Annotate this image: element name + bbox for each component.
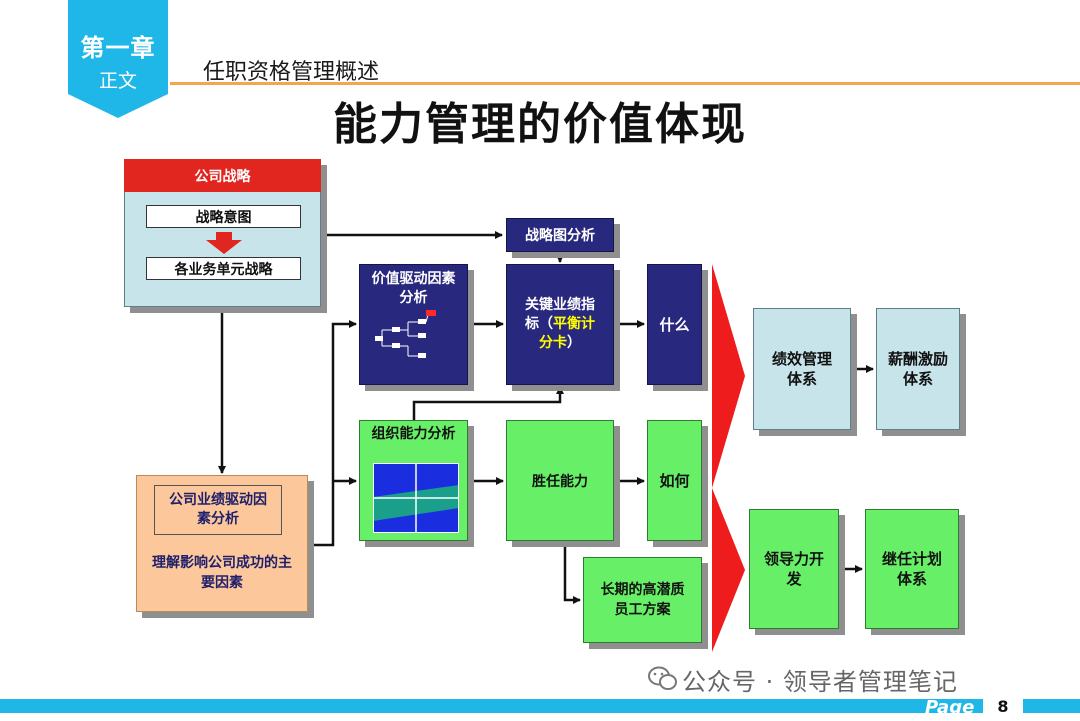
competency-box: 胜任能力: [506, 420, 614, 541]
kpi-text-close: ）: [567, 335, 581, 351]
page-number-background: [983, 697, 1023, 721]
kpi-label-line3: 分卡）: [539, 334, 581, 353]
kpi-box: 关键业绩指 标（平衡计 分卡）: [506, 264, 614, 385]
kpi-label-line1: 关键业绩指: [525, 297, 595, 313]
page-number: 8: [997, 697, 1009, 716]
chapter-badge: [68, 0, 168, 118]
down-arrow-icon: [206, 232, 242, 254]
tree-diagram-icon: [375, 310, 436, 358]
what-box: 什么: [647, 264, 702, 385]
succession-plan-box: 继任计划体系: [865, 509, 959, 629]
footer-bar: [0, 699, 1080, 713]
arrow-competency-to-talent: [563, 541, 581, 604]
balanced-scorecard-highlight: 平衡计: [553, 316, 595, 332]
value-driver-label: 价值驱动因素分析: [371, 271, 456, 306]
strategic-intent-box: 战略意图: [146, 205, 301, 228]
section-title: 任职资格管理概述: [203, 60, 380, 85]
performance-driver-title: 公司业绩驱动因素分析: [154, 485, 282, 535]
red-chevron-lower: [712, 488, 745, 652]
arrow-driver-to-value: [308, 320, 357, 547]
how-box: 如何: [647, 420, 702, 541]
arrow-org-to-kpi: [412, 386, 564, 420]
matrix-chart-icon: [373, 463, 459, 533]
performance-driver-subtitle: 理解影响公司成功的主要因素: [152, 555, 292, 591]
leadership-development-box: 领导力开发: [749, 509, 839, 629]
performance-management-box: 绩效管理体系: [753, 308, 851, 430]
balanced-scorecard-highlight-2: 分卡: [539, 335, 567, 351]
page-title: 能力管理的价值体现: [333, 99, 747, 150]
strategy-map-analysis-box: 战略图分析: [506, 218, 614, 252]
high-potential-program-box: 长期的高潜质员工方案: [583, 557, 702, 643]
kpi-text-open: 标（: [525, 316, 553, 332]
chapter-subtitle: 正文: [98, 70, 137, 92]
business-unit-strategy-box: 各业务单元战略: [146, 257, 301, 280]
company-strategy-header: 公司战略: [124, 159, 321, 192]
wechat-icon: [648, 666, 677, 690]
performance-driver-box: [136, 475, 308, 612]
value-driver-box: [359, 264, 468, 385]
watermark-text: 公众号 · 领导者管理笔记: [682, 668, 958, 696]
org-capability-label: 组织能力分析: [371, 426, 456, 442]
kpi-label-line2: 标（平衡计: [525, 315, 595, 334]
compensation-incentive-box: 薪酬激励体系: [876, 308, 960, 430]
page-label: Page: [925, 697, 975, 718]
red-chevron-upper: [712, 264, 745, 488]
header-divider: [170, 82, 1080, 85]
chapter-title: 第一章: [80, 34, 156, 62]
